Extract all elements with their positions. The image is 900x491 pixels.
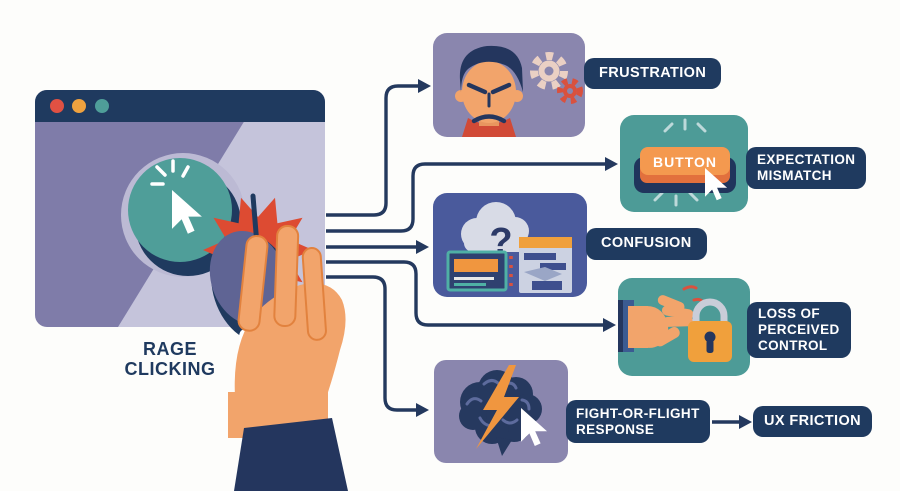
angry-face-gears-icon	[455, 45, 583, 137]
caption-rage-clicking: RAGE CLICKING	[124, 339, 216, 379]
node-box-confusion: ?	[433, 193, 587, 297]
click-rays-icon	[150, 159, 190, 186]
hand	[228, 225, 348, 491]
cloud-question-icon: ?	[446, 202, 572, 293]
window-dot-orange	[72, 99, 86, 113]
button-label: BUTTON	[653, 154, 717, 170]
node-box-fight-or-flight	[434, 360, 568, 463]
label-fight-or-flight: FIGHT-OR-FLIGHT RESPONSE	[566, 400, 710, 443]
node-box-loss-of-perceived-control	[618, 278, 750, 376]
label-confusion: CONFUSION	[586, 228, 707, 260]
button-click-icon: BUTTON	[634, 118, 736, 207]
connector-expectation	[326, 162, 605, 233]
node-box-expectation-mismatch: BUTTON	[620, 115, 748, 212]
hand-padlock-icon	[618, 285, 732, 362]
window-dot-teal	[95, 99, 109, 113]
arrowheads	[416, 79, 752, 429]
connectors	[326, 84, 739, 424]
node-box-frustration	[433, 33, 585, 137]
label-loss-of-perceived-control: LOSS OF PERCEIVED CONTROL	[747, 302, 851, 358]
label-ux-friction: UX FRICTION	[753, 406, 873, 437]
connector-frustration	[326, 84, 418, 217]
window-dot-red	[50, 99, 64, 113]
label-frustration: FRUSTRATION	[584, 58, 722, 89]
cursor-icon	[705, 168, 728, 201]
connector-loss	[326, 260, 603, 327]
connector-fight	[326, 275, 416, 412]
cursor-icon	[521, 408, 547, 446]
brain-lightning-icon	[459, 365, 547, 456]
cursor-icon	[172, 190, 202, 234]
sleeve	[234, 418, 348, 491]
label-expectation-mismatch: EXPECTATION MISMATCH	[746, 147, 867, 189]
